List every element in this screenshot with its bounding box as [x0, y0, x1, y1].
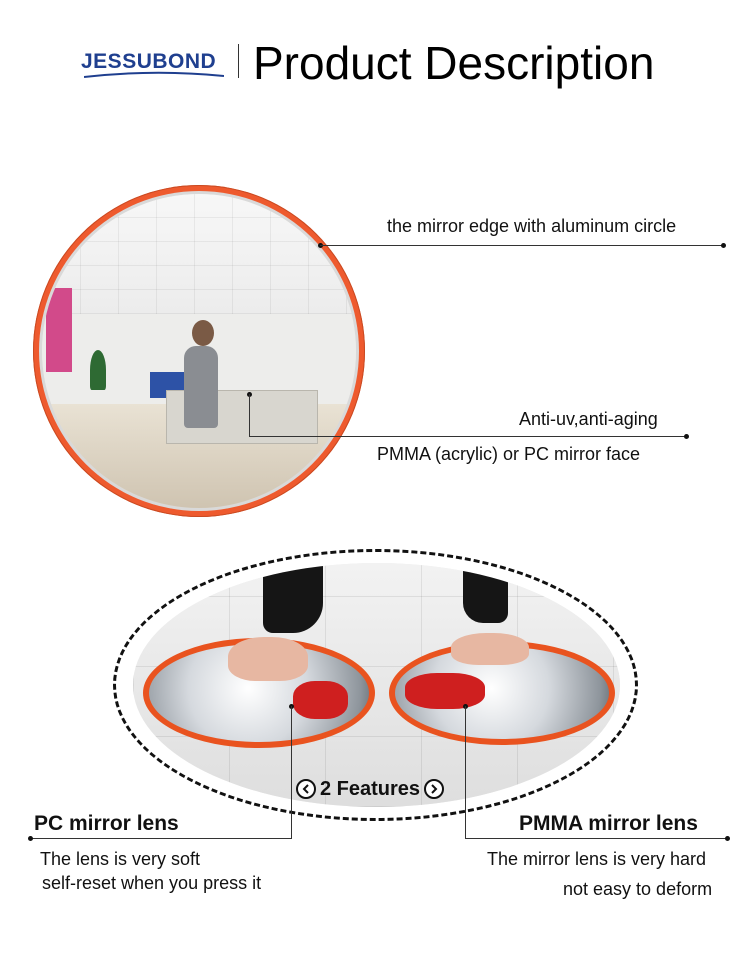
uv-callout-text: Anti-uv,anti-aging	[519, 409, 658, 429]
edge-callout-line	[320, 245, 724, 246]
face-callout-hline	[249, 436, 687, 437]
page-title: Product Description	[253, 37, 655, 89]
header-divider	[238, 44, 239, 78]
edge-callout-end-dot	[721, 243, 726, 248]
features-label: 2 Features	[296, 777, 445, 801]
brand-swoosh-icon	[84, 71, 224, 78]
features-photo	[133, 563, 620, 807]
pc-callout-end-dot	[28, 836, 33, 841]
brand-logo: JESSUBOND	[81, 50, 217, 73]
features-dashed-ellipse	[113, 549, 638, 821]
face-callout-vline	[249, 394, 250, 437]
pmma-lens-desc-line1: The mirror lens is very hard	[487, 849, 707, 869]
pmma-callout-vline	[465, 706, 466, 839]
chevron-left-circle-icon	[296, 779, 316, 799]
edge-callout-text: the mirror edge with aluminum circle	[387, 216, 677, 236]
pc-callout-vline	[291, 706, 292, 839]
features-label-text: 2 Features	[320, 777, 421, 800]
face-callout-end-dot	[684, 434, 689, 439]
pc-callout-hline	[30, 838, 292, 839]
pmma-lens-title: PMMA mirror lens	[519, 812, 698, 835]
chevron-right-circle-icon	[424, 779, 445, 799]
mirror-face-image	[42, 194, 356, 508]
pc-lens-desc-line1: The lens is very soft	[40, 849, 201, 869]
pmma-lens-desc-line2: not easy to deform	[563, 879, 713, 899]
pc-lens-desc-line2: self-reset when you press it	[42, 873, 262, 893]
face-callout-text: PMMA (acrylic) or PC mirror face	[377, 444, 641, 464]
pc-lens-title: PC mirror lens	[34, 812, 179, 835]
pmma-callout-end-dot	[725, 836, 730, 841]
pmma-callout-hline	[465, 838, 728, 839]
